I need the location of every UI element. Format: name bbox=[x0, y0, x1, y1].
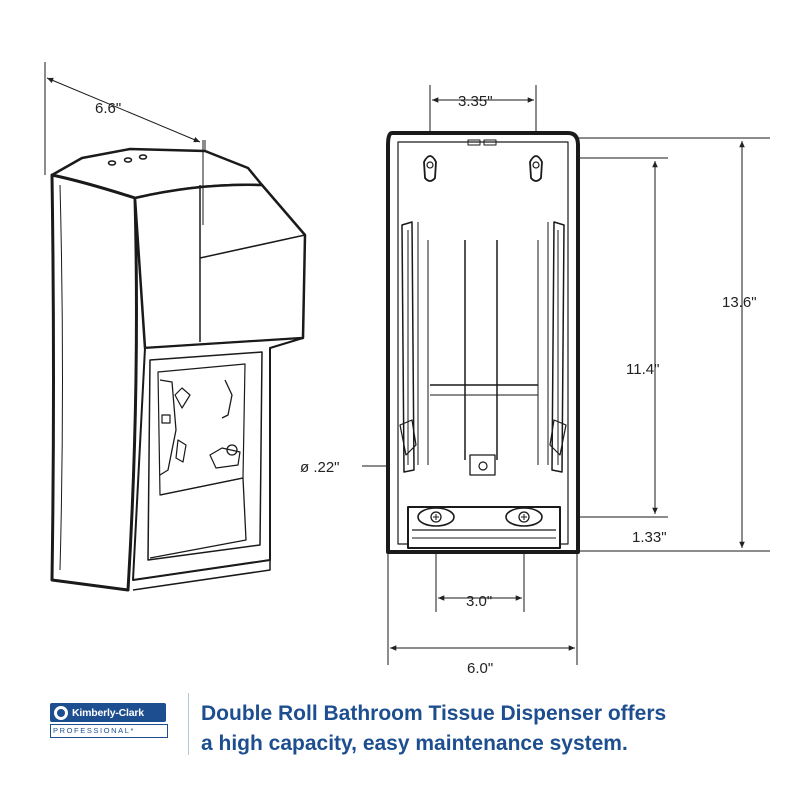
lower-hole-spacing-label: 3.0" bbox=[466, 593, 492, 610]
width-label: 6.0" bbox=[467, 660, 493, 677]
lower-offset-label: 1.33" bbox=[632, 529, 667, 546]
depth-label: 6.6" bbox=[95, 100, 121, 117]
logo-banner: Kimberly-Clark bbox=[50, 703, 166, 722]
brand-mark-icon bbox=[54, 705, 68, 720]
brand-subtitle: PROFESSIONAL* bbox=[50, 724, 168, 738]
description-line-2: a high capacity, easy maintenance system… bbox=[201, 732, 628, 755]
product-description: Double Roll Bathroom Tissue Dispenser of… bbox=[201, 699, 781, 759]
description-line-1: Double Roll Bathroom Tissue Dispenser of… bbox=[201, 702, 667, 725]
dispenser-drawing: 6.6" 3.35" 13.6" 11.4" ø .22" 1.33" 3.0"… bbox=[44, 62, 770, 677]
height-label: 13.6" bbox=[722, 294, 757, 311]
mount-height-label: 11.4" bbox=[626, 361, 659, 378]
perspective-view bbox=[44, 62, 307, 592]
front-view bbox=[362, 85, 770, 665]
hole-diameter-label: ø .22" bbox=[300, 459, 340, 476]
kimberly-clark-logo: Kimberly-Clark PROFESSIONAL* bbox=[50, 703, 168, 739]
brand-name: Kimberly-Clark bbox=[72, 706, 144, 719]
footer-divider bbox=[188, 693, 189, 755]
mount-hole-spacing-label: 3.35" bbox=[458, 93, 493, 110]
